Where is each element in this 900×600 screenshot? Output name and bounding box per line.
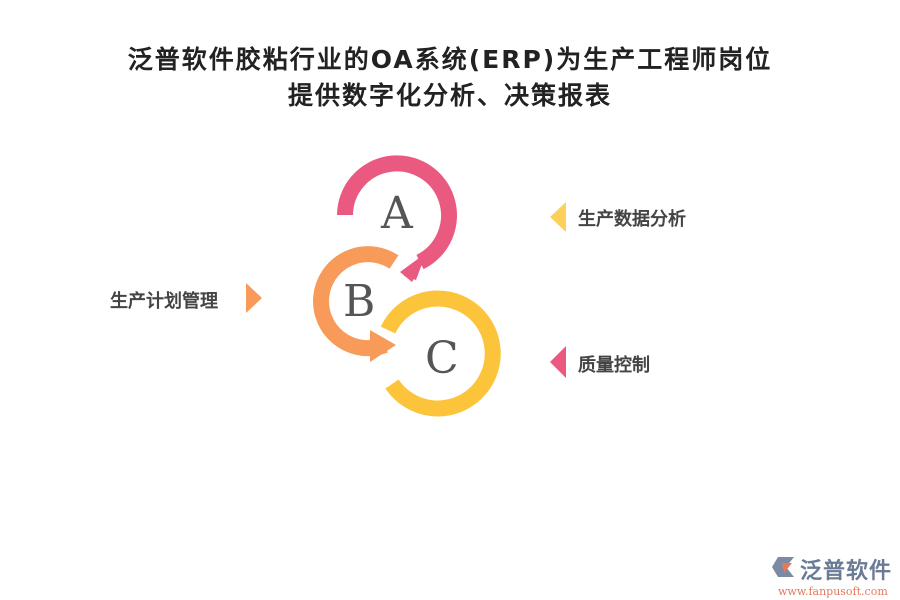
logo-icon xyxy=(772,557,794,577)
logo: 泛普软件 www.fanpusoft.com xyxy=(772,553,892,598)
ring-c xyxy=(380,290,501,417)
pointer-a-icon xyxy=(550,202,566,232)
label-quality-control: 质量控制 xyxy=(578,355,650,376)
title-line-1: 泛普软件胶粘行业的OA系统(ERP)为生产工程师岗位 xyxy=(127,45,773,74)
pointer-c-icon xyxy=(550,346,566,378)
title-line-2: 提供数字化分析、决策报表 xyxy=(287,81,612,110)
logo-url: www.fanpusoft.com xyxy=(778,585,888,598)
pointer-b-icon xyxy=(246,283,262,313)
letter-c: C xyxy=(425,333,459,384)
letter-a: A xyxy=(380,188,414,239)
logo-name: 泛普软件 xyxy=(800,559,893,584)
label-production-data-analysis: 生产数据分析 xyxy=(578,209,686,230)
ring-b xyxy=(313,246,399,357)
arrow-b-icon xyxy=(370,330,396,362)
label-production-plan-management: 生产计划管理 xyxy=(110,291,218,312)
ring-a xyxy=(337,155,457,270)
letter-b: B xyxy=(343,276,375,327)
